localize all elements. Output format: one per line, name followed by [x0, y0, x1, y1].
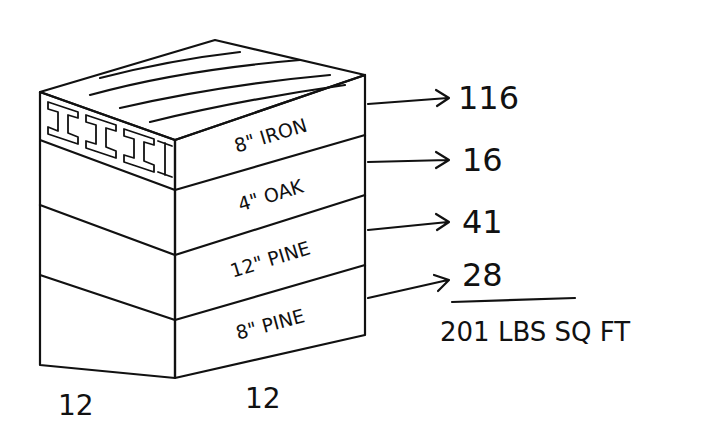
left-face [40, 92, 175, 378]
i-beam-symbols [48, 102, 172, 177]
wood-grain [100, 52, 240, 78]
layer-band: 8" PINE [227, 301, 313, 347]
layer-band: 4" OAK [228, 171, 311, 219]
layer-label: 12" PINE [227, 236, 312, 281]
wood-grain [150, 85, 345, 122]
weight-value: 41 [462, 203, 503, 241]
layer-label: 8" PINE [233, 304, 306, 343]
layer-line [40, 275, 175, 320]
weight-value: 116 [458, 79, 519, 117]
dimension-label: 12 [58, 389, 94, 422]
leader-arrows [368, 90, 449, 298]
layer-label: 8" IRON [231, 114, 309, 157]
weight-value: 201 LBS SQ FT [440, 317, 630, 347]
weight-value: 16 [462, 141, 503, 179]
layer-band: 12" PINE [221, 233, 319, 285]
layer-line [40, 205, 175, 255]
layer-label: 4" OAK [235, 175, 305, 216]
weight-value: 28 [462, 256, 503, 294]
layer-band: 8" IRON [225, 110, 316, 160]
front-face [175, 75, 365, 378]
dimension-label: 12 [245, 382, 281, 415]
wood-grain [90, 60, 300, 95]
top-face [40, 40, 365, 140]
sum-line [452, 298, 575, 302]
